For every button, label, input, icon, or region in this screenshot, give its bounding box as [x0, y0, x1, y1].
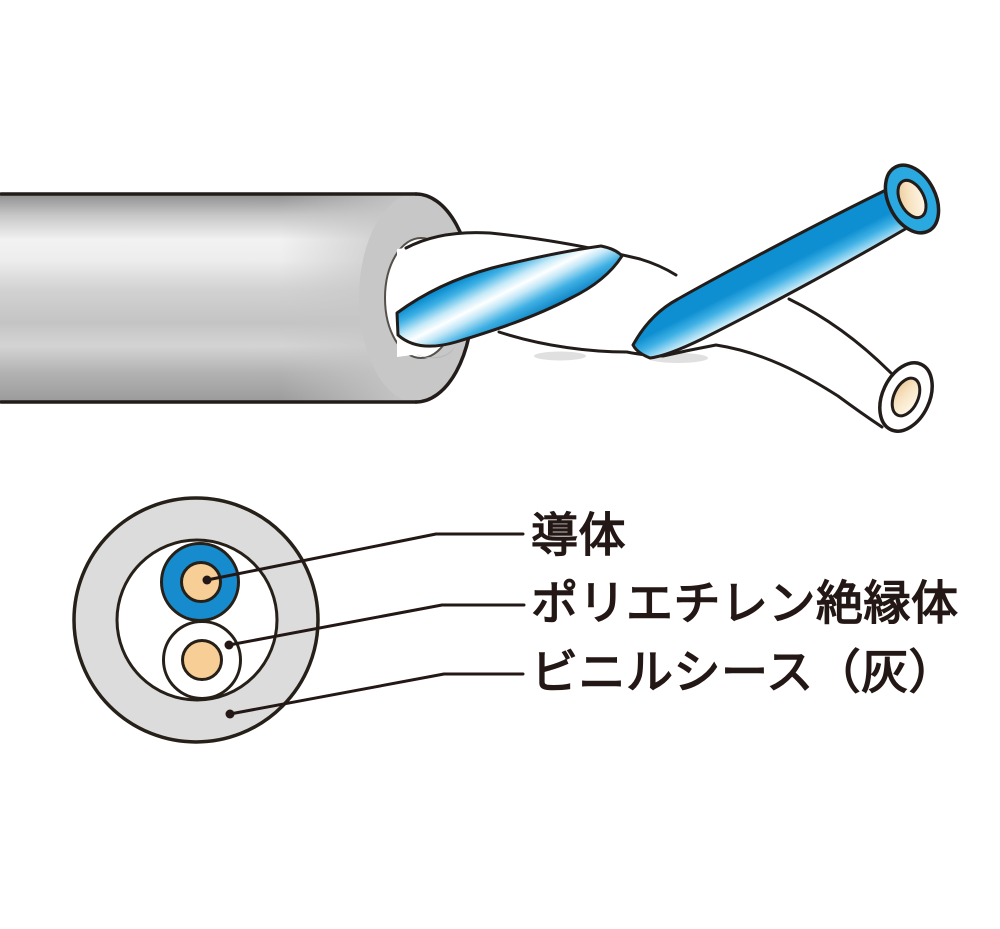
conductor-core	[896, 178, 928, 220]
white-wire-bottom-outline	[497, 330, 884, 429]
leader-lines	[202, 532, 526, 719]
conductor-core	[890, 376, 922, 418]
cable-cutaway-illustration	[0, 163, 941, 433]
leader-dot-conductor	[202, 575, 212, 585]
leader-dot-sheath	[225, 709, 235, 719]
label-insulator: ポリエチレン絶縁体	[531, 577, 959, 632]
leader-line-conductor	[205, 532, 525, 582]
blue-wire-segment-a	[395, 244, 624, 348]
blue-wire-end-face	[883, 163, 941, 235]
twisted-pair	[395, 163, 941, 433]
leader-dot-insulator	[224, 640, 234, 650]
leader-line-sheath	[228, 672, 525, 716]
label-sheath: ビニルシース（灰）	[531, 646, 956, 701]
label-conductor: 導体	[531, 509, 626, 564]
white-wire-top-outline	[404, 231, 678, 277]
white-wire-upper-right-outline	[787, 297, 893, 375]
cross-section-conductor-bottom	[181, 639, 223, 681]
wire-shadow	[534, 351, 586, 361]
blue-wire-segment-b	[631, 187, 931, 360]
legend-labels: 導体 ポリエチレン絶縁体 ビニルシース（灰）	[531, 509, 959, 701]
leader-line-insulator	[227, 603, 526, 647]
cable-cross-section	[72, 496, 320, 744]
sheath-edge-lines	[0, 192, 418, 404]
white-wire-end-face	[878, 361, 934, 433]
cross-section-conductor-top	[180, 561, 222, 603]
